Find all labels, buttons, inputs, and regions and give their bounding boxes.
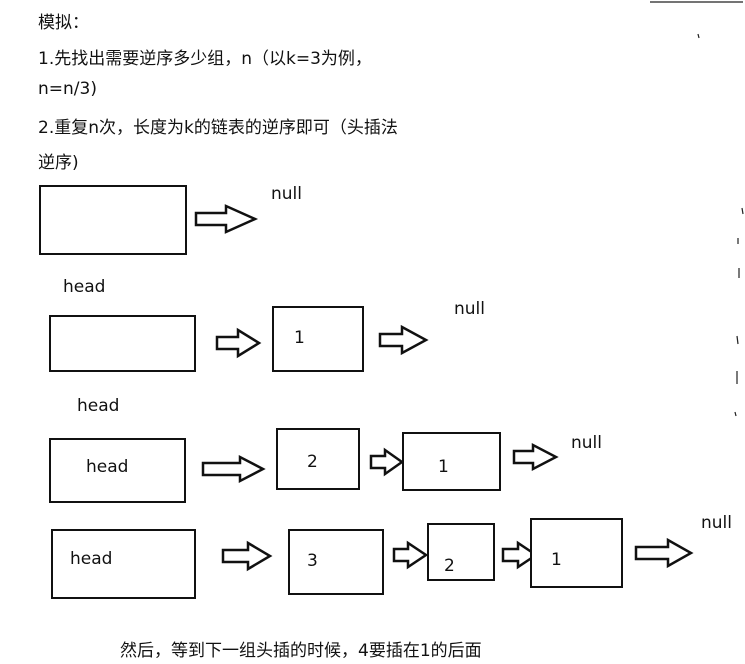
edge-mark <box>697 33 700 39</box>
row2-node2-value: 2 <box>307 452 318 472</box>
row3-node3-box <box>288 529 384 595</box>
footer-note: 然后，等到下一组头插的时候，4要插在1的后面 <box>120 641 482 661</box>
row3-node2-box <box>427 523 495 581</box>
row3-arrow-4 <box>634 537 694 569</box>
row3-arrow-2 <box>392 540 429 570</box>
step2-line2: 逆序) <box>38 153 79 173</box>
step2-line1: 2.重复n次，长度为k的链表的逆序即可（头插法 <box>38 118 398 138</box>
row3-node2-value: 2 <box>444 556 455 576</box>
row2-arrow-2 <box>369 447 405 477</box>
row3-node1-box <box>530 518 623 588</box>
row1-head-box <box>49 315 196 372</box>
row2-arrow-1 <box>201 454 266 484</box>
row1-arrow-2 <box>378 324 429 356</box>
row1-head-label: head <box>63 277 106 297</box>
row3-arrow-1 <box>221 540 273 572</box>
row2-head-label: head <box>77 396 120 416</box>
row2-node1-box <box>402 432 501 491</box>
row3-null-label: null <box>701 513 732 533</box>
row0-arrow <box>194 204 259 234</box>
row2-node1-value: 1 <box>438 457 449 477</box>
row2-node2-box <box>276 428 360 490</box>
row2-null-label: null <box>571 433 602 453</box>
edge-mark <box>741 207 744 215</box>
row1-arrow-1 <box>215 327 262 359</box>
edge-mark <box>736 335 739 345</box>
row3-arrow-3 <box>501 540 539 570</box>
row2-head-box-text: head <box>86 457 129 477</box>
row0-null-label: null <box>271 184 302 204</box>
notes-title: 模拟： <box>38 13 89 33</box>
row1-null-label: null <box>454 299 485 319</box>
step1-line1: 1.先找出需要逆序多少组，n（以k=3为例， <box>38 49 372 69</box>
row3-node1-value: 1 <box>551 550 562 570</box>
row0-node-box <box>39 185 187 255</box>
row3-head-box-text: head <box>70 549 113 569</box>
row3-node3-value: 3 <box>307 551 318 571</box>
row3-head-box <box>51 529 196 599</box>
step1-line2: n=n/3) <box>38 79 97 99</box>
row2-head-box <box>49 438 186 503</box>
row1-node1-box <box>272 306 364 372</box>
row2-arrow-3 <box>512 442 559 472</box>
row1-node1-value: 1 <box>294 328 305 348</box>
edge-mark <box>734 411 737 417</box>
